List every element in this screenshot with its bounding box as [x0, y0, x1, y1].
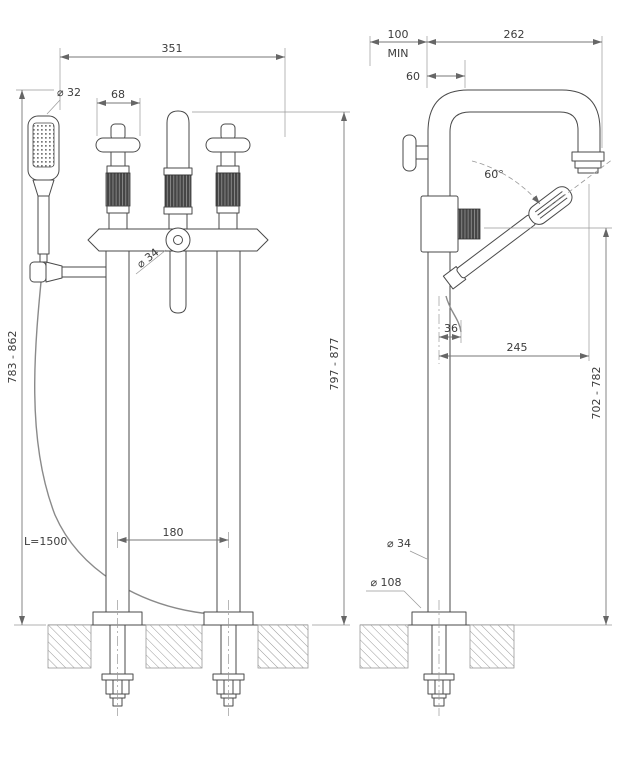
diverter-center	[173, 235, 183, 245]
left-knurled-grip	[105, 172, 131, 207]
dim-column-diameter: ⌀ 34	[387, 537, 411, 550]
handshower-holder	[29, 261, 107, 283]
dim-spout-reach: 245	[507, 341, 528, 354]
side-dimensions: 100 MIN 262 60 60° 36 245 702 - 782	[366, 28, 614, 626]
side-view: 100 MIN 262 60 60° 36 245 702 - 782	[359, 28, 614, 716]
aerator	[571, 151, 605, 174]
cross-manifold	[87, 227, 269, 314]
dim-elbow-offset: 60	[406, 70, 420, 83]
diverter-knob	[457, 208, 481, 240]
spout-side	[427, 89, 601, 197]
right-riser-column	[216, 250, 241, 613]
dim-base-diameter: ⌀ 108	[370, 576, 401, 589]
dim-hose-offset: 36	[444, 322, 458, 335]
dim-column-spacing: 180	[163, 526, 184, 539]
dim-handshower-diameter: ⌀ 32	[57, 86, 81, 99]
dim-wall-clearance: 100	[388, 28, 409, 41]
right-knurled-grip	[215, 172, 241, 207]
dim-handshower-angle: 60°	[484, 168, 504, 181]
floor-section-side	[359, 624, 515, 669]
handshower-hose-side	[445, 295, 462, 333]
spout-outlet-tube	[169, 250, 187, 314]
right-cross-handle	[205, 123, 251, 230]
dim-width-total: 351	[162, 42, 183, 55]
front-view: 351 ⌀ 32 68 783 - 862 797 - 877 ⌀ 34	[6, 42, 350, 716]
side-cross-handle	[402, 134, 429, 172]
dim-spout-reach-total: 262	[504, 28, 525, 41]
dim-hose-length: L=1500	[24, 535, 67, 548]
handshower-spray-face	[32, 122, 55, 168]
dim-handle-width: 68	[111, 88, 125, 101]
dim-height-range-left: 783 - 862	[6, 331, 19, 384]
valve-housing	[420, 195, 459, 253]
handshower-hose	[34, 261, 230, 614]
dim-height-range-spout: 797 - 877	[328, 338, 341, 391]
floor-section-front	[47, 624, 309, 669]
left-riser-column	[105, 250, 130, 613]
handshower	[27, 115, 60, 263]
left-cross-handle	[95, 123, 141, 230]
spout-front	[163, 110, 193, 231]
dim-height-range-side: 702 - 782	[590, 367, 603, 420]
dim-wall-clearance-note: MIN	[388, 47, 409, 60]
spout-knurled-grip	[164, 174, 192, 208]
